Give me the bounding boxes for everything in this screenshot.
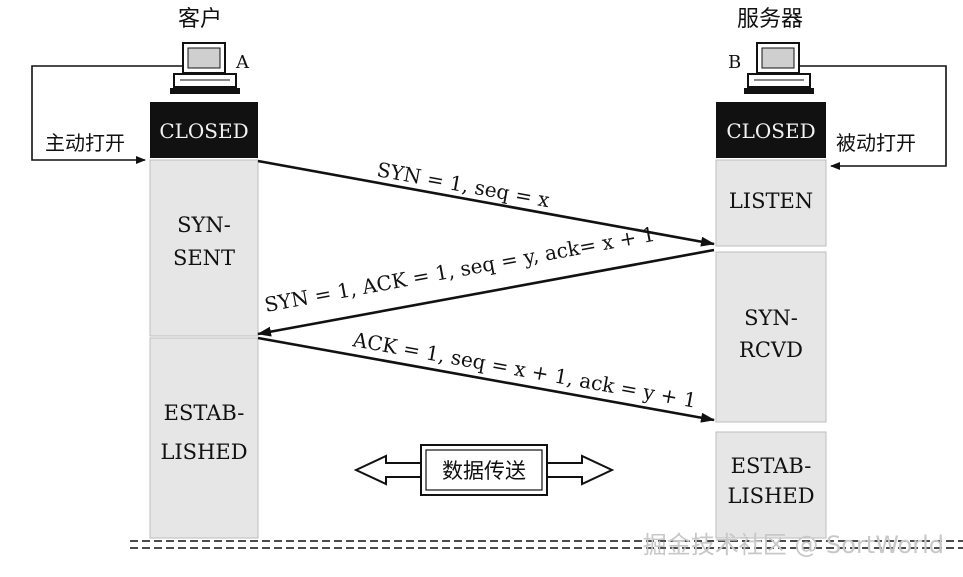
message-syn-ack-arrow <box>257 248 715 337</box>
client-title: 客户 <box>178 7 222 32</box>
data-transfer-label: 数据传送 <box>442 459 526 483</box>
server-state-listen: LISTEN <box>729 189 813 213</box>
server-closed-state-box <box>716 102 826 158</box>
message-ack-label: ACK = 1, seq = x + 1, ack = y + 1 <box>350 327 698 412</box>
server-computer-icon <box>744 42 814 94</box>
client-state-syn-sent-box <box>149 159 259 337</box>
client-active-open-label: 主动打开 <box>45 131 125 155</box>
message-syn-ack-label: SYN = 1, ACK = 1, seq = y, ack= x + 1 <box>263 222 657 317</box>
data-transfer-double-arrow <box>353 444 615 496</box>
client-state-syn-sent-line1: SYN- <box>177 213 231 237</box>
client-state-established-line2: LISHED <box>160 440 247 464</box>
server-passive-open-label: 被动打开 <box>836 131 916 155</box>
client-closed-state: CLOSED <box>159 119 248 143</box>
server-state-listen-box <box>715 159 827 247</box>
client-state-established-box <box>149 337 259 539</box>
server-state-established-box <box>715 431 827 539</box>
server-host-label: B <box>728 52 741 73</box>
server-state-syn-rcvd-box <box>715 251 827 423</box>
server-state-syn-rcvd-line2: RCVD <box>739 338 803 362</box>
server-passive-open-arrow <box>800 65 947 170</box>
message-syn-label: SYN = 1, seq = x <box>375 157 552 212</box>
client-closed-state-box <box>150 102 258 158</box>
client-state-syn-sent-line2: SENT <box>173 246 235 270</box>
message-syn-arrow <box>257 159 715 247</box>
client-active-open-arrow <box>31 65 183 164</box>
server-state-syn-rcvd-line1: SYN- <box>744 306 798 330</box>
watermark-text: 掘金技术社区 @ SortWorld <box>643 531 944 559</box>
server-state-established-line2: LISHED <box>727 484 814 508</box>
server-title: 服务器 <box>737 7 803 32</box>
message-ack-arrow <box>257 336 715 423</box>
client-host-label: A <box>235 52 250 73</box>
client-computer-icon <box>170 42 240 94</box>
server-state-established-line1: ESTAB- <box>731 454 812 478</box>
client-state-established-line1: ESTAB- <box>164 401 245 425</box>
server-closed-state: CLOSED <box>726 119 815 143</box>
